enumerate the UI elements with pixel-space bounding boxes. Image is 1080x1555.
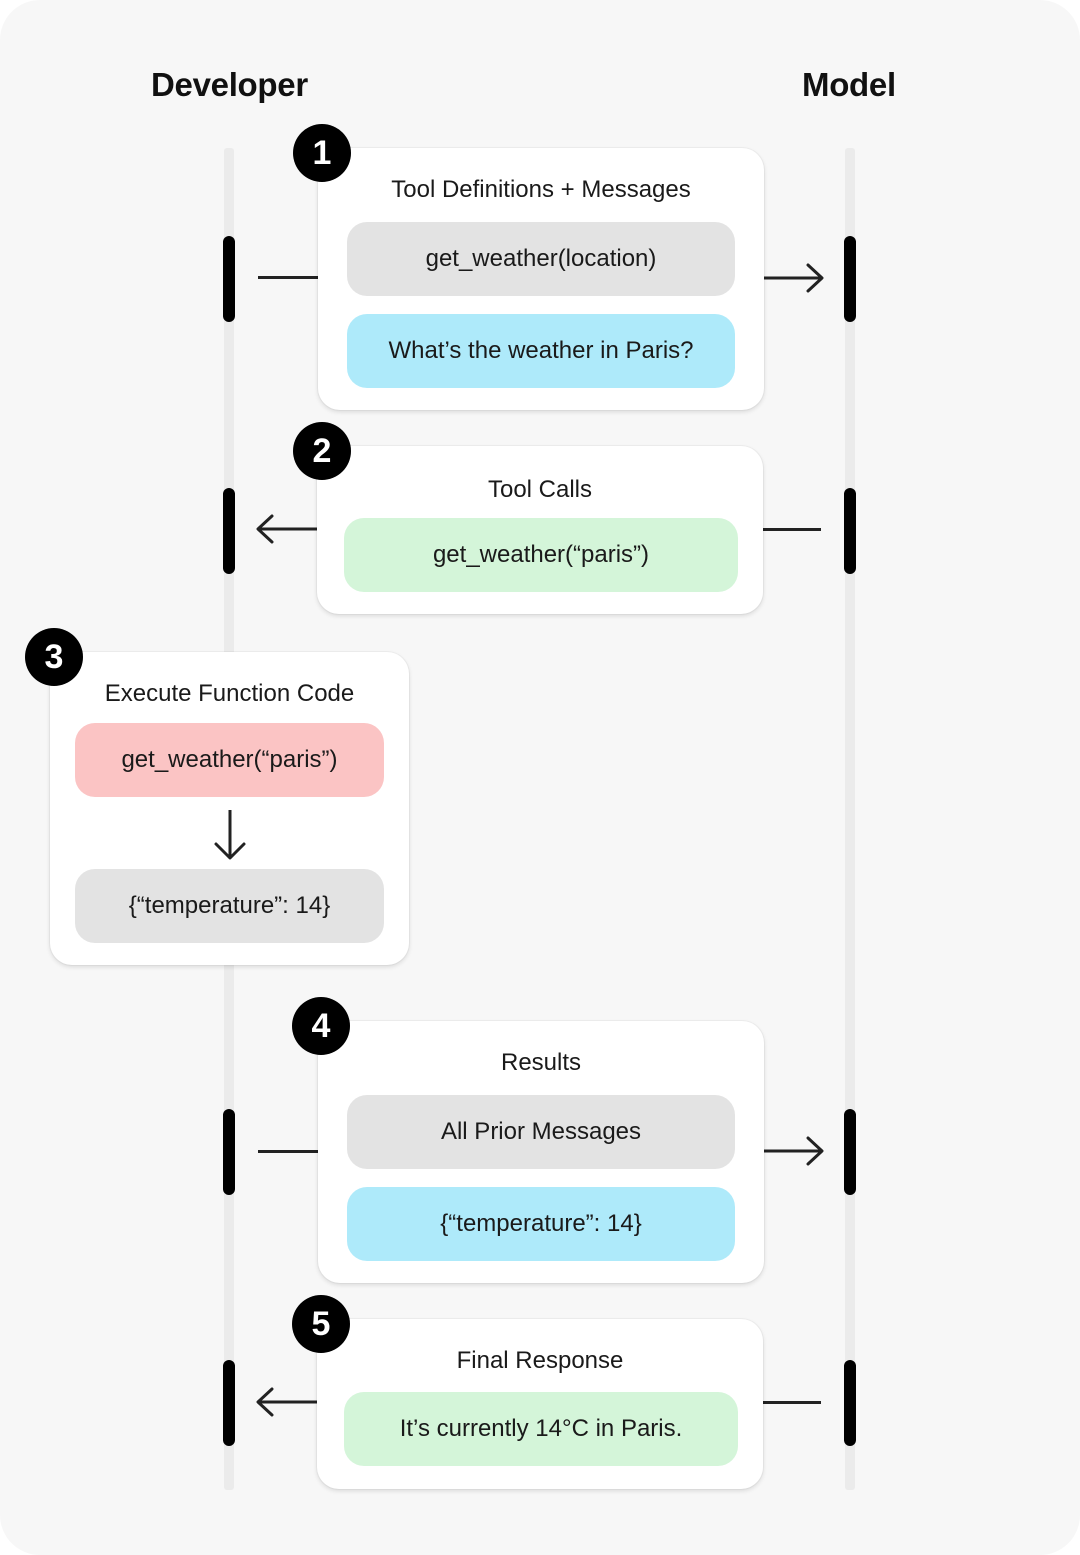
step-2-title: Tool Calls [487, 476, 593, 503]
step-5-badge: 5 [292, 1295, 350, 1353]
connector-line-1 [258, 276, 318, 279]
developer-column-title: Developer [151, 66, 308, 103]
step-4-badge: 4 [292, 997, 350, 1055]
down-arrow-icon [214, 810, 246, 860]
step-4-title: Results [500, 1049, 582, 1076]
developer-activation-4 [223, 1109, 235, 1195]
result-message-pill: {“temperature”: 14} [347, 1187, 735, 1261]
connector-line-2 [763, 528, 821, 531]
function-execution-pill: get_weather(“paris”) [75, 723, 384, 797]
step-3-card: Execute Function Code get_weather(“paris… [50, 652, 409, 965]
step-3-badge: 3 [25, 628, 83, 686]
step-1-badge: 1 [293, 124, 351, 182]
step-1-card: Tool Definitions + Messages get_weather(… [318, 148, 764, 410]
model-activation-5 [844, 1360, 856, 1446]
function-result-pill: {“temperature”: 14} [75, 869, 384, 943]
tool-call-pill: get_weather(“paris”) [344, 518, 738, 592]
final-response-pill: It’s currently 14°C in Paris. [344, 1392, 738, 1466]
user-message-pill: What’s the weather in Paris? [347, 314, 735, 388]
model-activation-4 [844, 1109, 856, 1195]
step-5-title: Final Response [456, 1347, 624, 1374]
connector-line-4 [258, 1150, 318, 1153]
developer-activation-1 [223, 236, 235, 322]
left-arrow-icon [256, 1387, 318, 1417]
developer-activation-2 [223, 488, 235, 574]
connector-line-5 [763, 1401, 821, 1404]
tool-definition-pill: get_weather(location) [347, 222, 735, 296]
model-lifeline [845, 148, 855, 1490]
right-arrow-icon [764, 1136, 824, 1166]
right-arrow-icon [764, 263, 824, 293]
step-1-title: Tool Definitions + Messages [391, 176, 691, 203]
model-column-title: Model [802, 66, 896, 103]
step-4-card: Results All Prior Messages {“temperature… [318, 1021, 764, 1283]
left-arrow-icon [256, 514, 318, 544]
model-activation-1 [844, 236, 856, 322]
step-3-title: Execute Function Code [104, 680, 355, 707]
step-2-card: Tool Calls get_weather(“paris”) [317, 446, 763, 614]
developer-activation-5 [223, 1360, 235, 1446]
step-5-card: Final Response It’s currently 14°C in Pa… [317, 1319, 763, 1489]
prior-messages-pill: All Prior Messages [347, 1095, 735, 1169]
model-activation-2 [844, 488, 856, 574]
step-2-badge: 2 [293, 422, 351, 480]
